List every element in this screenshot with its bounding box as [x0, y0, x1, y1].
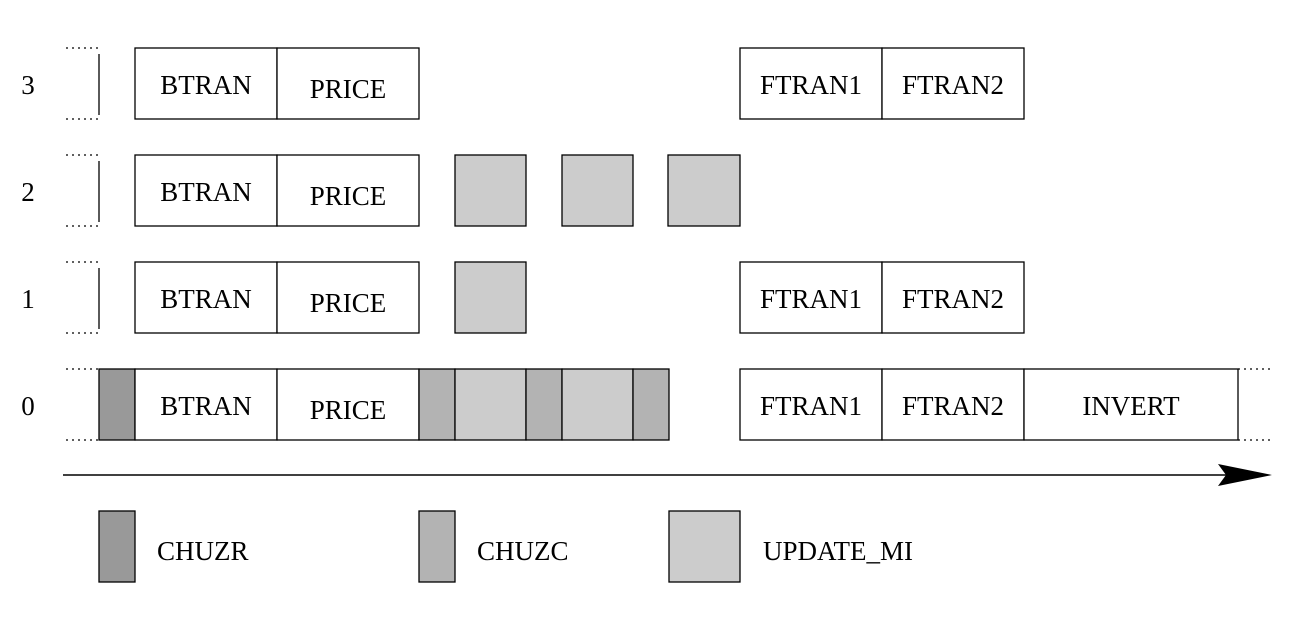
legend-swatch-update_mi	[668, 510, 741, 583]
time-axis-arrowhead	[1218, 464, 1272, 486]
update_mi-block	[454, 261, 527, 334]
task-label: PRICE	[310, 181, 387, 211]
legend-label-chuzr: CHUZR	[157, 536, 249, 566]
time-axis	[63, 464, 1272, 486]
task-label: BTRAN	[160, 284, 252, 314]
legend: CHUZR CHUZC UPDATE_MI	[98, 510, 913, 583]
task-label: FTRAN1	[760, 391, 862, 421]
task-block	[134, 368, 278, 441]
task-label: FTRAN1	[760, 70, 862, 100]
task-label: PRICE	[310, 74, 387, 104]
update_mi-block	[454, 368, 527, 441]
row-label: 2	[21, 177, 35, 207]
task-label: FTRAN2	[902, 284, 1004, 314]
task-label: PRICE	[310, 288, 387, 318]
chuzc-block	[632, 368, 670, 441]
task-label: INVERT	[1082, 391, 1180, 421]
update_mi-block	[454, 154, 527, 227]
chuzc-block	[525, 368, 563, 441]
task-label: BTRAN	[160, 177, 252, 207]
task-block	[881, 47, 1025, 120]
row-label: 3	[21, 70, 35, 100]
chuzc-block	[418, 368, 456, 441]
row-brackets	[66, 47, 1272, 441]
task-label: BTRAN	[160, 70, 252, 100]
row-label: 1	[21, 284, 35, 314]
task-block	[134, 154, 278, 227]
update_mi-block	[561, 368, 634, 441]
task-block	[276, 47, 420, 120]
task-label: BTRAN	[160, 391, 252, 421]
task-block	[134, 261, 278, 334]
task-label: PRICE	[310, 395, 387, 425]
row-labels: 3 2 1 0	[21, 70, 35, 421]
legend-label-update_mi: UPDATE_MI	[763, 536, 913, 566]
update_mi-block	[667, 154, 741, 227]
task-label: FTRAN2	[902, 70, 1004, 100]
legend-label-chuzc: CHUZC	[477, 536, 569, 566]
task-block	[739, 47, 883, 120]
legend-swatch-chuzc	[418, 510, 456, 583]
task-label: FTRAN1	[760, 284, 862, 314]
task-block	[276, 154, 420, 227]
update_mi-block	[561, 154, 634, 227]
task-label: FTRAN2	[902, 391, 1004, 421]
legend-swatch-chuzr	[98, 510, 136, 583]
task-block	[881, 261, 1025, 334]
task-block	[881, 368, 1025, 441]
task-block	[276, 261, 420, 334]
task-block	[739, 261, 883, 334]
chuzr-block	[98, 368, 136, 441]
task-block	[134, 47, 278, 120]
task-block	[1023, 368, 1239, 441]
task-block	[739, 368, 883, 441]
row-label: 0	[21, 391, 35, 421]
task-block	[276, 368, 420, 441]
